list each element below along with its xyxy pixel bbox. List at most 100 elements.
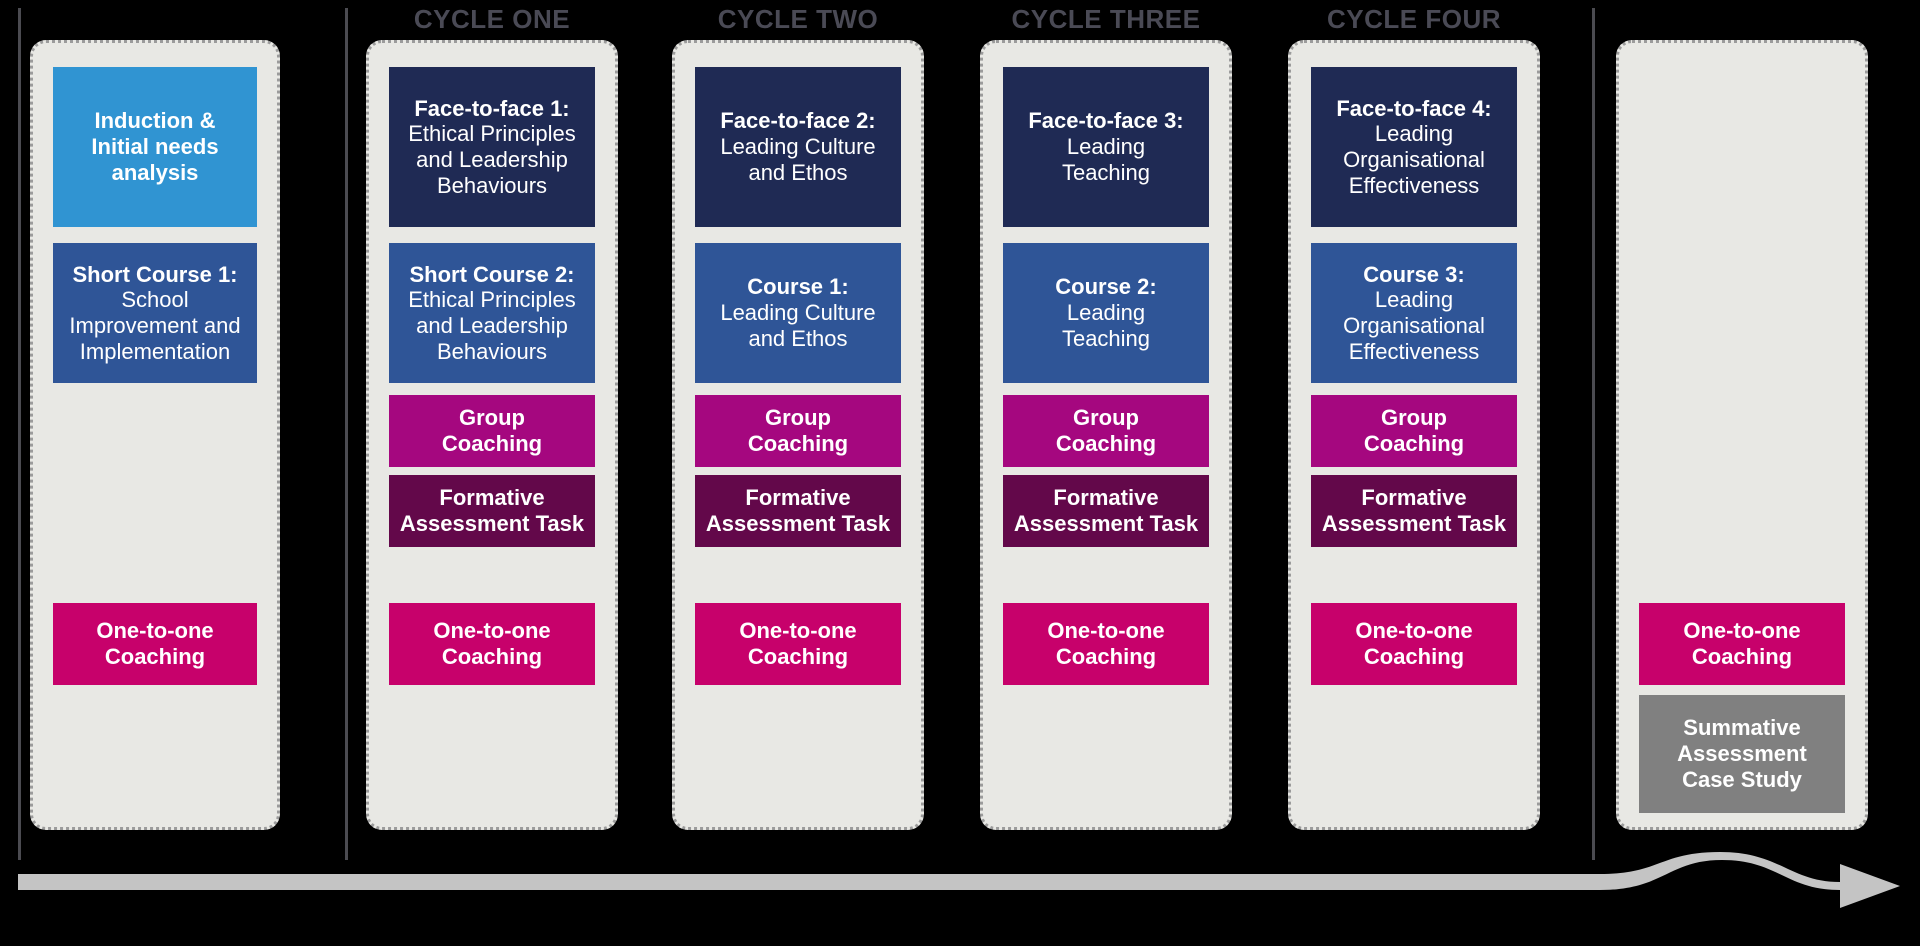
block-title-line: Coaching [1055,644,1157,669]
block-subtitle-line: Organisational [1343,147,1485,172]
block-title-line: One-to-one [433,618,551,644]
block-title-line: One-to-one [96,618,214,644]
block-subtitle-line: Leading Culture [720,300,876,326]
cycle-header-2: CYCLE TWO [717,4,879,34]
block-subtitle-line: Effectiveness [1348,172,1480,198]
block-title-line: Coaching [1363,644,1465,669]
block-title-line: Face-to-face 4: [1336,95,1492,121]
block-subtitle-line: Effectiveness [1348,338,1480,364]
block-title-line: Coaching [1055,431,1157,456]
cycle-header-3: CYCLE THREE [1011,4,1201,34]
block-title-line: Assessment Task [705,511,891,536]
block-title-line: Formative [439,485,545,511]
block-subtitle-line: Teaching [1061,325,1151,351]
block-title-line: Face-to-face 2: [720,108,876,134]
block-title-line: Assessment Task [1013,511,1199,536]
block-subtitle-line: Initial needs [91,134,219,160]
block-title-line: One-to-one [739,618,857,644]
block-subtitle-line: Ethical Principles [408,121,576,147]
block-title-line: Formative [745,485,851,511]
block-title-line: Coaching [441,644,543,669]
block-subtitle-line: School [121,287,189,313]
divider-line-2 [345,8,348,860]
block-title-line: Coaching [104,644,206,669]
block-title-line: Assessment [1677,741,1807,767]
progression-arrow [18,852,1900,908]
block-subtitle-line: Leading [1066,134,1146,160]
block-subtitle-line: Ethical Principles [408,287,576,313]
block-title-line: Formative [1053,485,1159,511]
block-subtitle-line: and Ethos [748,159,848,185]
block-title-line: Coaching [441,431,543,456]
block-subtitle-line: analysis [111,159,199,185]
block-title-line: Case Study [1682,766,1802,792]
block-title-line: One-to-one [1047,618,1165,644]
block-title-line: Formative [1361,485,1467,511]
divider-line-3 [1592,8,1595,860]
block-title-line: Induction & [94,108,216,134]
block-subtitle-line: Behaviours [436,172,548,198]
block-subtitle-line: Teaching [1061,159,1151,185]
block-title-line: Group [1381,405,1447,431]
cycle-header-4: CYCLE FOUR [1327,4,1501,34]
block-title-line: One-to-one [1355,618,1473,644]
block-subtitle-line: Leading [1374,121,1454,147]
block-subtitle-line: Improvement and [69,313,241,338]
block-subtitle-line: Leading [1374,287,1454,313]
block-subtitle-line: and Ethos [748,325,848,351]
block-title-line: Coaching [1363,431,1465,456]
block-title-line: Course 3: [1363,261,1465,287]
block-subtitle-line: Implementation [79,338,231,364]
cycle-header-1: CYCLE ONE [413,4,571,34]
block-title-line: Short Course 2: [409,261,575,287]
block-subtitle-line: and Leadership [416,147,568,172]
block-title-line: One-to-one [1683,618,1801,644]
block-title-line: Face-to-face 3: [1028,108,1184,134]
block-title-line: Coaching [747,644,849,669]
block-title-line: Face-to-face 1: [414,95,570,121]
block-title-line: Short Course 1: [72,261,238,287]
block-subtitle-line: Leading Culture [720,134,876,160]
divider-line-1 [18,8,21,860]
block-subtitle-line: Organisational [1343,313,1485,338]
block-title-line: Group [765,405,831,431]
block-title-line: Summative [1683,715,1801,741]
block-title-line: Course 2: [1055,274,1157,300]
block-subtitle-line: Leading [1066,300,1146,326]
block-subtitle-line: Behaviours [436,338,548,364]
block-title-line: Group [1073,405,1139,431]
block-title-line: Coaching [1691,644,1793,669]
